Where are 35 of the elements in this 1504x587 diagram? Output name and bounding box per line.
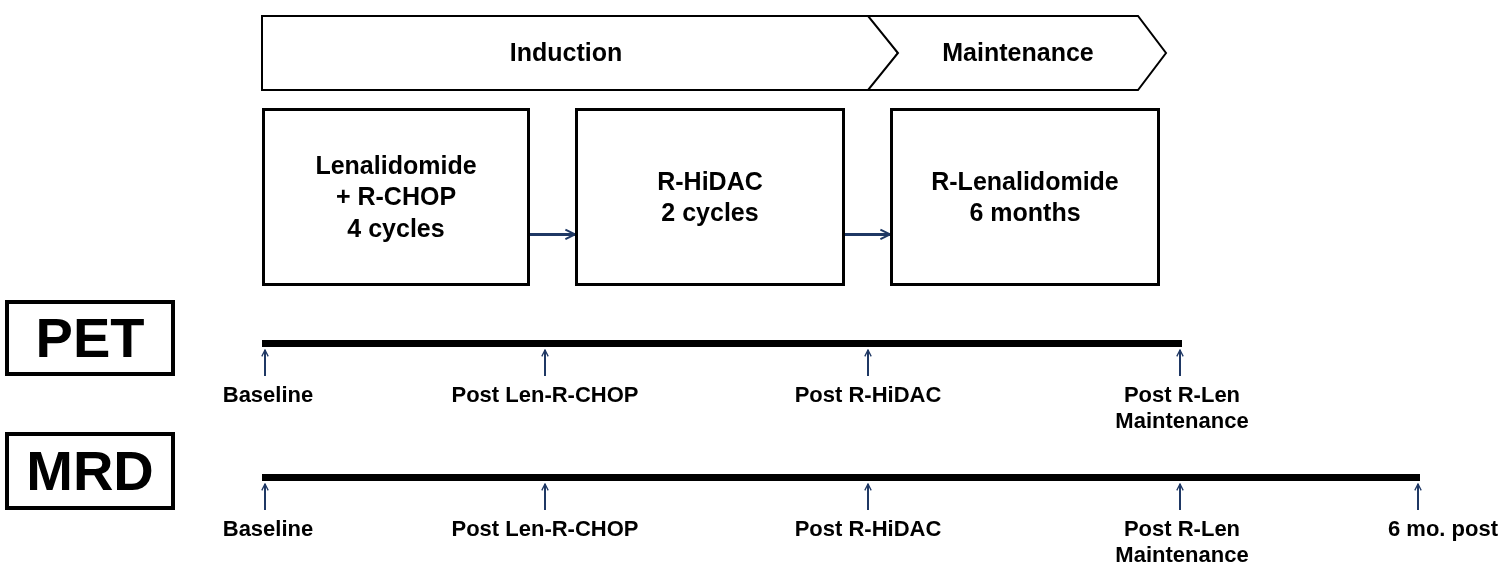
arrow [541,483,549,511]
assessment-box [5,432,175,510]
arrow [261,483,269,511]
assessment-box [5,300,175,376]
box-label: Lenalidomide + R-CHOP 4 cycles [314,150,478,244]
timeline-bar [262,340,1182,347]
box-label: MRD [26,438,154,504]
timepoint-label: Baseline [193,382,343,409]
timeline-bar [262,474,1420,481]
box-label: R-Lenalidomide 6 months [930,165,1120,228]
treatment-box [575,108,845,286]
timepoint-label: Post Len-R-CHOP [415,516,675,543]
arrow [261,349,269,377]
arrow [530,228,576,241]
phase-banner [868,16,1166,90]
timepoint-label: Baseline [193,516,343,543]
timepoint-label: Post R-HiDAC [763,516,973,543]
box-label: R-HiDAC 2 cycles [656,165,764,228]
timepoint-label: Post R-Len Maintenance [1092,516,1272,569]
treatment-box [890,108,1160,286]
timepoint-label: 6 mo. post [1384,516,1502,543]
treatment-box [262,108,530,286]
timepoint-label: Post R-HiDAC [763,382,973,409]
arrow [1414,483,1422,511]
box-label: PET [35,305,145,371]
arrow [864,483,872,511]
timepoint-label: Post Len-R-CHOP [415,382,675,409]
box-label: Induction [509,37,623,69]
arrow [864,349,872,377]
arrow [541,349,549,377]
arrow [845,228,891,241]
timepoint-label: Post R-Len Maintenance [1092,382,1272,435]
box-label: Maintenance [942,37,1094,69]
arrow [1176,483,1184,511]
arrow [1176,349,1184,377]
